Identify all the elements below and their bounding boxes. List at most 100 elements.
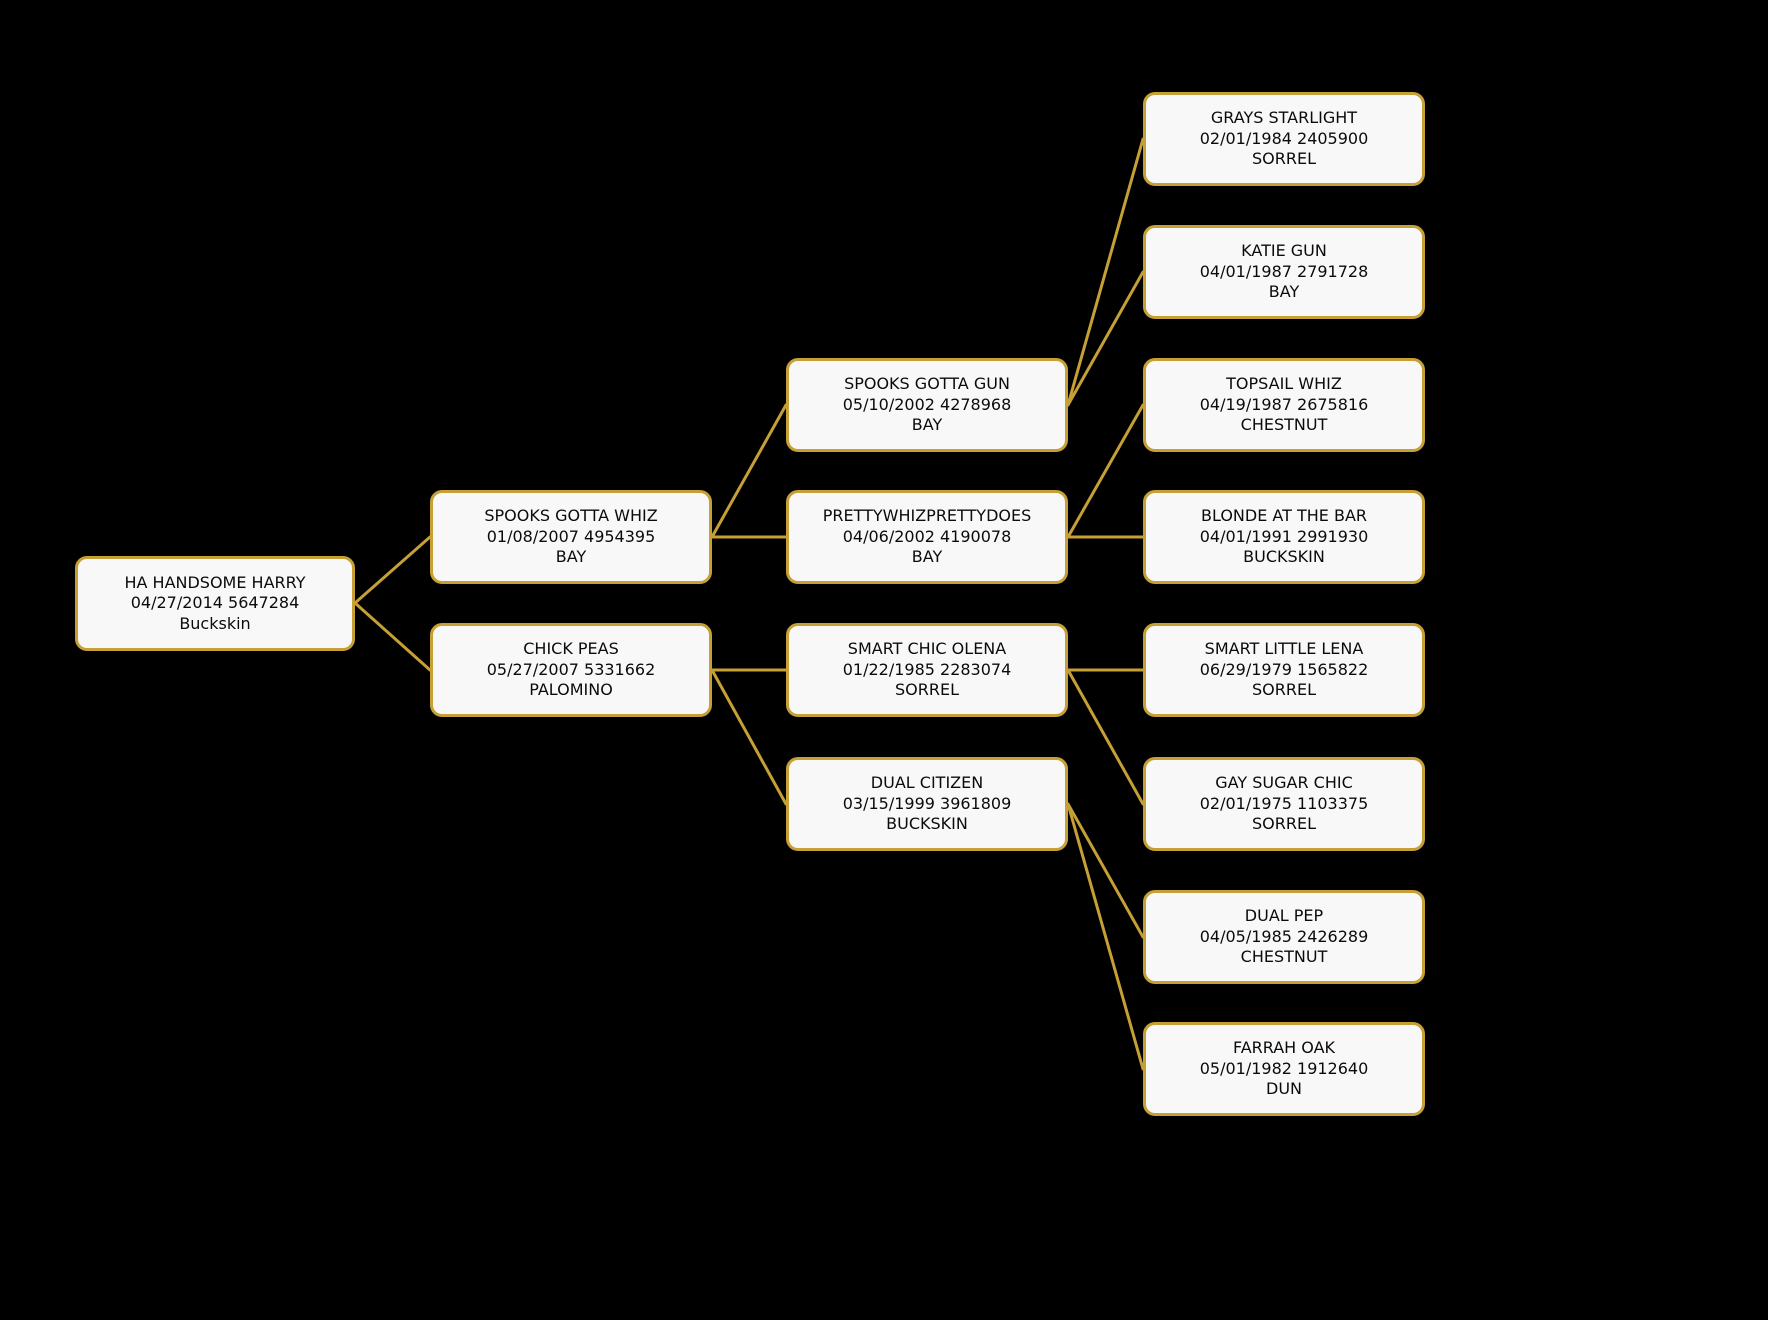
horse-dob: 05/10/2002: [842, 394, 935, 414]
horse-dob-reg: 04/01/1987 2791728: [1200, 262, 1369, 282]
pedigree-node-spooks-gotta-gun[interactable]: SPOOKS GOTTA GUN 05/10/2002 4278968 BAY: [786, 358, 1068, 452]
horse-dob: 01/22/1985: [842, 659, 935, 679]
horse-dob: 02/01/1975: [1199, 793, 1292, 813]
horse-reg-number: 4278968: [940, 394, 1012, 414]
horse-dob-reg: 01/22/1985 2283074: [843, 660, 1012, 680]
horse-reg-number: 3961809: [940, 793, 1012, 813]
pedigree-node-grays-starlight[interactable]: GRAYS STARLIGHT 02/01/1984 2405900 SORRE…: [1143, 92, 1425, 186]
horse-name: TOPSAIL WHIZ: [1226, 374, 1342, 394]
edge-gun-to-grays: [1066, 137, 1145, 407]
horse-coat-color: DUN: [1266, 1079, 1302, 1099]
horse-dob-reg: 04/27/2014 5647284: [131, 593, 300, 613]
horse-name: CHICK PEAS: [523, 639, 619, 659]
horse-reg-number: 1565822: [1297, 659, 1369, 679]
edge-harry-to-peas: [353, 601, 432, 672]
pedigree-node-topsail-whiz[interactable]: TOPSAIL WHIZ 04/19/1987 2675816 CHESTNUT: [1143, 358, 1425, 452]
horse-dob-reg: 02/01/1984 2405900: [1200, 129, 1369, 149]
horse-reg-number: 5331662: [584, 659, 656, 679]
horse-dob: 05/01/1982: [1199, 1058, 1292, 1078]
edge-peas-to-citizen: [710, 668, 788, 806]
horse-reg-number: 1103375: [1297, 793, 1369, 813]
horse-dob-reg: 01/08/2007 4954395: [487, 527, 656, 547]
pedigree-node-farrah-oak[interactable]: FARRAH OAK 05/01/1982 1912640 DUN: [1143, 1022, 1425, 1116]
horse-reg-number: 2675816: [1297, 394, 1369, 414]
horse-dob-reg: 05/01/1982 1912640: [1200, 1059, 1369, 1079]
pedigree-node-dual-pep[interactable]: DUAL PEP 04/05/1985 2426289 CHESTNUT: [1143, 890, 1425, 984]
horse-coat-color: BAY: [555, 547, 587, 567]
pedigree-node-spooks-gotta-whiz[interactable]: SPOOKS GOTTA WHIZ 01/08/2007 4954395 BAY: [430, 490, 712, 584]
horse-reg-number: 2426289: [1297, 926, 1369, 946]
horse-dob: 04/27/2014: [130, 593, 223, 613]
horse-dob: 04/06/2002: [842, 526, 935, 546]
horse-dob: 04/19/1987: [1199, 394, 1292, 414]
horse-name: DUAL CITIZEN: [870, 773, 984, 793]
horse-dob-reg: 03/15/1999 3961809: [843, 794, 1012, 814]
horse-dob: 01/08/2007: [486, 526, 579, 546]
horse-reg-number: 2405900: [1297, 128, 1369, 148]
horse-reg-number: 2791728: [1297, 261, 1369, 281]
horse-coat-color: BUCKSKIN: [886, 814, 968, 834]
horse-dob-reg: 02/01/1975 1103375: [1200, 794, 1369, 814]
horse-dob-reg: 04/01/1991 2991930: [1200, 527, 1369, 547]
horse-name: GAY SUGAR CHIC: [1215, 773, 1353, 793]
horse-dob-reg: 04/05/1985 2426289: [1200, 927, 1369, 947]
pedigree-node-smart-little-lena[interactable]: SMART LITTLE LENA 06/29/1979 1565822 SOR…: [1143, 623, 1425, 717]
horse-coat-color: SORREL: [1251, 680, 1316, 700]
pedigree-node-gay-sugar-chic[interactable]: GAY SUGAR CHIC 02/01/1975 1103375 SORREL: [1143, 757, 1425, 851]
horse-reg-number: 1912640: [1297, 1058, 1369, 1078]
horse-reg-number: 5647284: [228, 593, 300, 613]
pedigree-node-katie-gun[interactable]: KATIE GUN 04/01/1987 2791728 BAY: [1143, 225, 1425, 319]
edge-pretty-to-topsail: [1066, 403, 1145, 539]
horse-coat-color: BAY: [911, 415, 943, 435]
horse-name: SMART LITTLE LENA: [1204, 639, 1364, 659]
horse-name: SMART CHIC OLENA: [847, 639, 1007, 659]
horse-name: BLONDE AT THE BAR: [1201, 506, 1367, 526]
horse-dob: 03/15/1999: [842, 793, 935, 813]
horse-coat-color: PALOMINO: [529, 680, 613, 700]
horse-coat-color: CHESTNUT: [1240, 415, 1328, 435]
horse-reg-number: 2283074: [940, 659, 1012, 679]
pedigree-node-prettywhizprettydoes[interactable]: PRETTYWHIZPRETTYDOES 04/06/2002 4190078 …: [786, 490, 1068, 584]
edge-olena-to-gaysugar: [1066, 668, 1145, 806]
horse-dob-reg: 04/06/2002 4190078: [843, 527, 1012, 547]
edge-whiz-to-gun: [710, 403, 788, 539]
horse-name: KATIE GUN: [1241, 241, 1327, 261]
pedigree-node-smart-chic-olena[interactable]: SMART CHIC OLENA 01/22/1985 2283074 SORR…: [786, 623, 1068, 717]
horse-coat-color: SORREL: [894, 680, 959, 700]
horse-coat-color: Buckskin: [179, 613, 251, 633]
horse-name: FARRAH OAK: [1232, 1038, 1336, 1058]
horse-coat-color: BAY: [1268, 282, 1300, 302]
horse-name: SPOOKS GOTTA WHIZ: [484, 506, 658, 526]
horse-coat-color: SORREL: [1251, 814, 1316, 834]
horse-dob-reg: 05/27/2007 5331662: [487, 660, 656, 680]
horse-dob-reg: 05/10/2002 4278968: [843, 395, 1012, 415]
horse-name: SPOOKS GOTTA GUN: [844, 374, 1010, 394]
pedigree-node-chick-peas[interactable]: CHICK PEAS 05/27/2007 5331662 PALOMINO: [430, 623, 712, 717]
horse-dob: 04/05/1985: [1199, 926, 1292, 946]
horse-coat-color: SORREL: [1251, 149, 1316, 169]
edge-gun-to-katie: [1066, 270, 1145, 407]
horse-coat-color: BUCKSKIN: [1243, 547, 1325, 567]
horse-dob: 04/01/1987: [1199, 261, 1292, 281]
horse-name: HA HANDSOME HARRY: [124, 572, 306, 592]
horse-coat-color: BAY: [911, 547, 943, 567]
horse-name: GRAYS STARLIGHT: [1210, 108, 1358, 128]
edge-citizen-to-farrah: [1066, 802, 1145, 1071]
horse-coat-color: CHESTNUT: [1240, 947, 1328, 967]
horse-reg-number: 4190078: [940, 526, 1012, 546]
horse-name: PRETTYWHIZPRETTYDOES: [822, 506, 1032, 526]
horse-dob: 04/01/1991: [1199, 526, 1292, 546]
pedigree-node-dual-citizen[interactable]: DUAL CITIZEN 03/15/1999 3961809 BUCKSKIN: [786, 757, 1068, 851]
horse-dob-reg: 04/19/1987 2675816: [1200, 395, 1369, 415]
horse-reg-number: 4954395: [584, 526, 656, 546]
horse-name: DUAL PEP: [1244, 906, 1324, 926]
pedigree-node-blonde-at-the-bar[interactable]: BLONDE AT THE BAR 04/01/1991 2991930 BUC…: [1143, 490, 1425, 584]
pedigree-node-ha-handsome-harry[interactable]: HA HANDSOME HARRY 04/27/2014 5647284 Buc…: [75, 556, 355, 651]
edge-citizen-to-dualpep: [1066, 802, 1145, 939]
horse-dob: 06/29/1979: [1199, 659, 1292, 679]
horse-reg-number: 2991930: [1297, 526, 1369, 546]
edge-harry-to-whiz: [353, 535, 432, 605]
horse-dob-reg: 06/29/1979 1565822: [1200, 660, 1369, 680]
